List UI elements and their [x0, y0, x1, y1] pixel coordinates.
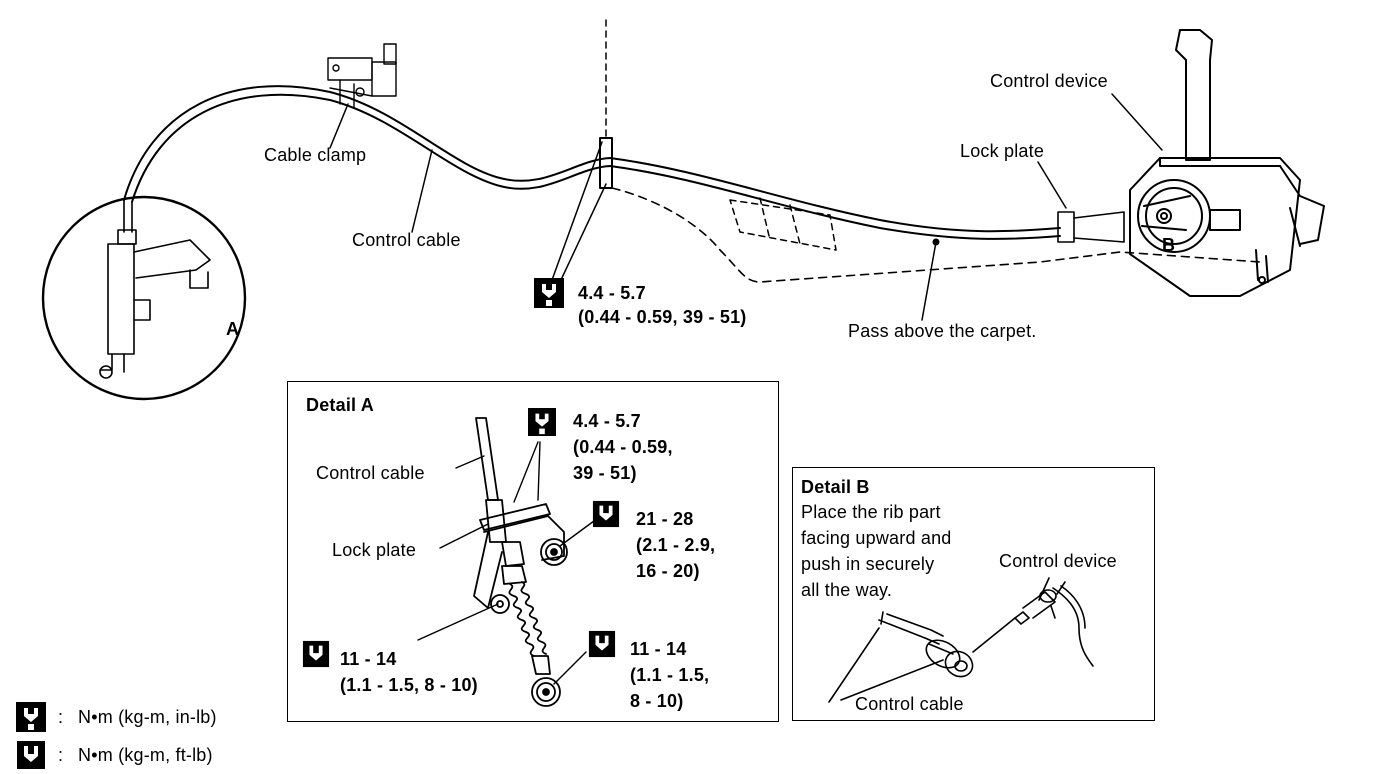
center-bracket: [599, 137, 613, 189]
detail-a-torque-bottom-2: (1.1 - 1.5,: [630, 665, 710, 685]
carpet-leader: [921, 241, 937, 321]
detail-b-title: Detail B: [801, 477, 870, 497]
torque-wrench-open-icon: [302, 640, 330, 668]
legend-text-1: N•m (kg-m, in-lb): [78, 707, 217, 727]
detail-b-label-control-device: Control device: [999, 551, 1117, 571]
control-cable-line: [123, 85, 1061, 233]
detail-a-torque-top-2: (0.44 - 0.59,: [573, 437, 673, 457]
dashed-bracket: [729, 197, 837, 251]
detail-b-note-3: push in securely: [801, 554, 935, 574]
legend-sep-2: :: [58, 745, 64, 765]
detail-a-torque-top-1: 4.4 - 5.7: [573, 411, 641, 431]
torque-wrench-open-icon: [588, 630, 616, 658]
cable-clamp-bracket: [327, 43, 397, 109]
detail-a-label-lock-plate: Lock plate: [332, 540, 417, 560]
detail-b-note-1: Place the rib part: [801, 502, 941, 522]
cable-clamp-leader: [329, 103, 349, 149]
torque-wrench-icon: [534, 278, 564, 308]
detail-a-torque-left-2: (1.1 - 1.5, 8 - 10): [340, 675, 478, 695]
label-pass-above-carpet: Pass above the carpet.: [848, 321, 1037, 341]
detail-a-title: Detail A: [306, 395, 374, 415]
detail-a-mini-assembly: [99, 199, 211, 379]
detail-a-panel: Detail A Control cable Lock plate: [287, 381, 779, 722]
detail-b-label-control-cable: Control cable: [855, 694, 964, 714]
detail-a-torque-right-1: 21 - 28: [636, 509, 694, 529]
detail-a-drawing: [417, 417, 599, 707]
legend-text-2: N•m (kg-m, ft-lb): [78, 745, 213, 765]
detail-a-torque-right-2: (2.1 - 2.9,: [636, 535, 716, 555]
control-device-leader: [1111, 93, 1163, 151]
marker-a: A: [226, 319, 240, 339]
label-cable-clamp: Cable clamp: [264, 145, 367, 165]
control-cable-leader: [411, 149, 433, 233]
label-lock-plate: Lock plate: [960, 141, 1045, 161]
torque-main-line1: 4.4 - 5.7: [578, 283, 646, 303]
lock-plate-leader: [1037, 161, 1067, 209]
control-device: [1129, 29, 1325, 297]
detail-b-drawing: [828, 577, 1094, 703]
detail-a-torque-bottom-1: 11 - 14: [630, 639, 687, 659]
label-control-device: Control device: [990, 71, 1108, 91]
torque-wrench-open-icon: [17, 741, 45, 769]
carpet-outline: [611, 187, 1261, 283]
marker-b: B: [1162, 235, 1176, 255]
detail-b-note-2: facing upward and: [801, 528, 952, 548]
torque-leader: [551, 141, 607, 283]
label-control-cable: Control cable: [352, 230, 461, 250]
torque-main-line2: (0.44 - 0.59, 39 - 51): [578, 307, 747, 327]
detail-b-panel: Detail B Place the rib part facing upwar…: [792, 467, 1155, 721]
torque-wrench-open-icon: [592, 500, 620, 528]
detail-a-torque-left-1: 11 - 14: [340, 649, 397, 669]
detail-a-torque-right-3: 16 - 20): [636, 561, 700, 581]
detail-a-callout-circle: [41, 195, 247, 401]
detail-b-note-4: all the way.: [801, 580, 893, 600]
torque-wrench-icon: [528, 408, 556, 436]
detail-a-torque-bottom-3: 8 - 10): [630, 691, 684, 711]
detail-a-label-control-cable: Control cable: [316, 463, 425, 483]
legend-sep-1: :: [58, 707, 64, 727]
detail-a-torque-top-3: 39 - 51): [573, 463, 637, 483]
control-cable-line-inner: [131, 93, 1061, 240]
torque-wrench-icon: [16, 702, 46, 732]
cable-end-fitting: [1057, 211, 1125, 243]
